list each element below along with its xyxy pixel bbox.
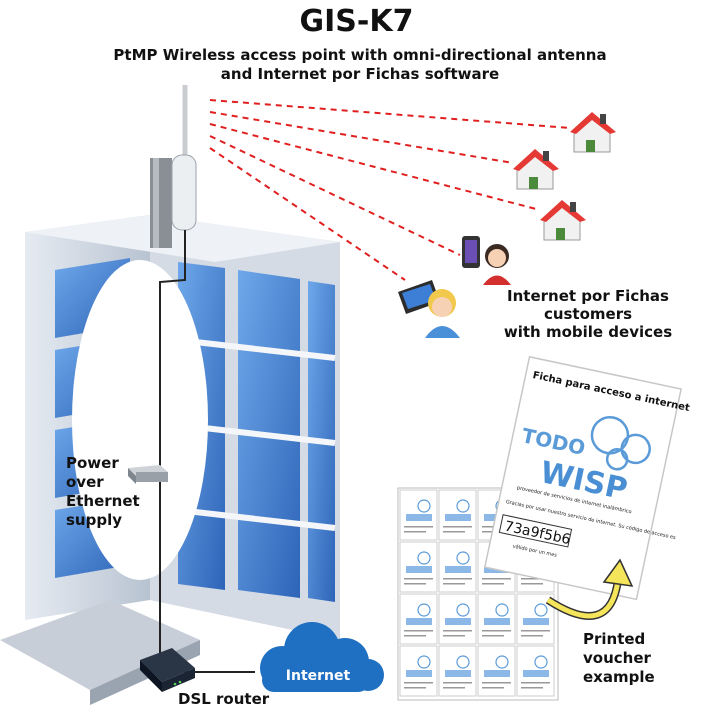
poe-label-line-3: Ethernet bbox=[66, 492, 140, 510]
voucher-tile bbox=[438, 645, 477, 697]
building-illustration bbox=[0, 215, 340, 705]
voucher-tile bbox=[438, 593, 477, 645]
house-icon-2 bbox=[513, 149, 559, 190]
voucher-label-line-2: voucher bbox=[583, 649, 651, 667]
antenna-pole bbox=[150, 85, 197, 248]
voucher-label: Printed voucher example bbox=[583, 630, 655, 687]
customers-label-line-2: customers bbox=[543, 305, 633, 323]
phone-user-icon bbox=[462, 236, 511, 285]
voucher-tile bbox=[438, 541, 477, 593]
customers-label-line-1: Internet por Fichas bbox=[507, 287, 669, 305]
voucher-tile bbox=[477, 593, 516, 645]
voucher-tile bbox=[516, 645, 555, 697]
link-house-3 bbox=[209, 123, 541, 211]
dsl-router-icon bbox=[140, 648, 195, 692]
internet-cloud-icon bbox=[260, 622, 384, 692]
cloud-label: Internet bbox=[286, 668, 351, 684]
voucher-tile bbox=[438, 489, 477, 541]
voucher-tile bbox=[399, 645, 438, 697]
house-icon-1 bbox=[570, 112, 616, 153]
link-house-1 bbox=[209, 99, 571, 129]
subtitle-line-2: and Internet por Fichas software bbox=[220, 65, 500, 83]
poe-label-line-4: supply bbox=[66, 511, 123, 529]
customers-label-line-3: with mobile devices bbox=[503, 323, 673, 341]
voucher-label-line-1: Printed bbox=[583, 630, 646, 648]
poe-injector-icon bbox=[128, 465, 168, 484]
router-label: DSL router bbox=[178, 690, 270, 708]
voucher-card: Ficha para acceso a internet TODO WISP p… bbox=[483, 355, 691, 601]
voucher-tile bbox=[399, 593, 438, 645]
voucher-label-line-3: example bbox=[583, 668, 655, 686]
wireless-links bbox=[209, 99, 571, 281]
voucher-tile bbox=[477, 645, 516, 697]
link-house-2 bbox=[209, 111, 514, 164]
arrow-icon bbox=[545, 558, 634, 620]
subtitle-line-1: PtMP Wireless access point with omni-dir… bbox=[113, 46, 607, 64]
voucher-tile bbox=[399, 541, 438, 593]
customers-label: Internet por Fichas customers with mobil… bbox=[498, 287, 678, 341]
cloud-logo-icon bbox=[590, 416, 651, 471]
voucher-tile bbox=[399, 489, 438, 541]
poe-label-line-2: over bbox=[66, 473, 104, 491]
poe-label: Power over Ethernet supply bbox=[66, 454, 166, 530]
page-subtitle: PtMP Wireless access point with omni-dir… bbox=[80, 46, 640, 84]
house-icon-3 bbox=[540, 200, 586, 241]
tablet-user-icon bbox=[398, 280, 460, 338]
page-title: GIS-K7 bbox=[299, 4, 414, 39]
link-phone bbox=[209, 135, 461, 256]
poe-label-line-1: Power bbox=[66, 454, 119, 472]
